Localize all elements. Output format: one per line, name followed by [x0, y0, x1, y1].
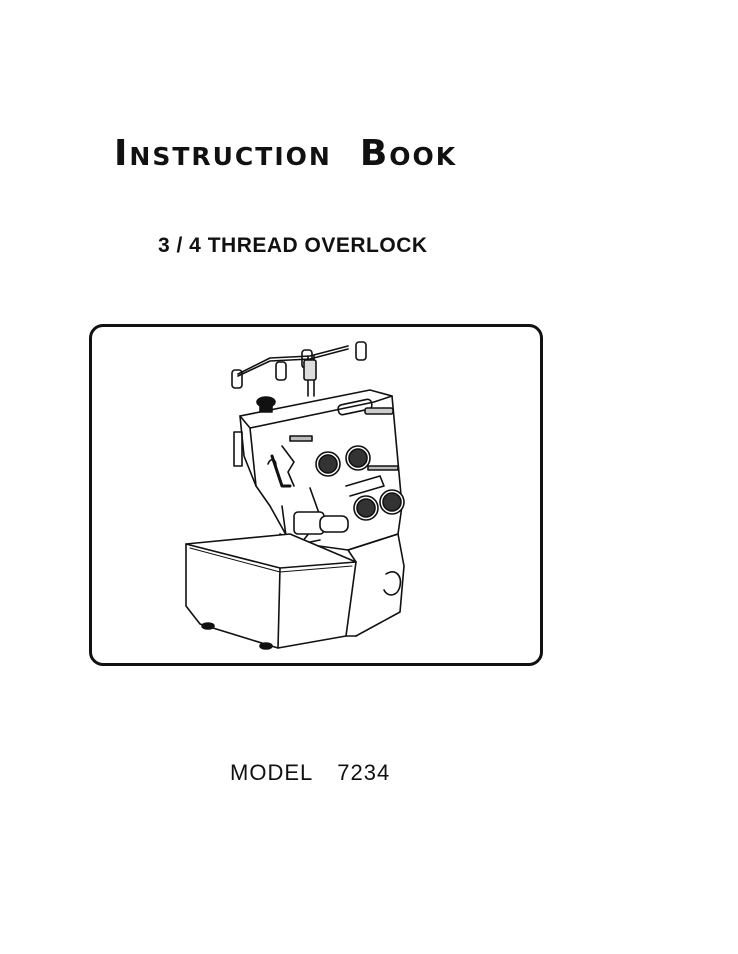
overlock-machine-illustration — [170, 336, 430, 652]
model-number: 7234 — [337, 760, 390, 785]
page-subtitle: 3 / 4 THREAD OVERLOCK — [158, 234, 428, 258]
thread-stand-icon — [232, 342, 366, 396]
title-word-instruction: Instruction — [114, 133, 332, 174]
model-label: MODEL — [230, 760, 313, 785]
page-title: Instruction Book — [114, 136, 457, 172]
model-designation: MODEL 7234 — [230, 760, 390, 786]
title-word-book: Book — [360, 133, 457, 174]
